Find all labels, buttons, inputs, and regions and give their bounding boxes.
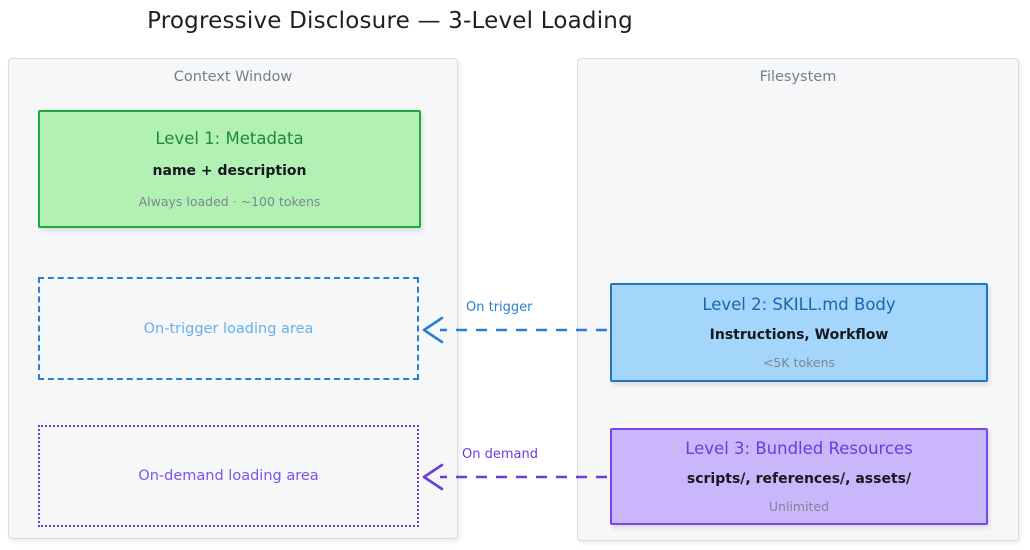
node-level-2-main: Instructions, Workflow [709, 326, 889, 343]
node-level-2-title: Level 2: SKILL.md Body [702, 294, 896, 314]
node-level-3-main: scripts/, references/, assets/ [686, 470, 912, 487]
node-level-2-skill-md-body[interactable]: Level 2: SKILL.md Body Instructions, Wor… [610, 283, 988, 382]
node-level-1-title: Level 1: Metadata [155, 129, 304, 149]
node-level-1-note: Always loaded · ~100 tokens [138, 193, 321, 209]
node-level-3-title: Level 3: Bundled Resources [685, 438, 913, 458]
slot-on-trigger-label: On-trigger loading area [143, 320, 314, 337]
slot-on-demand-loading-area[interactable]: On-demand loading area [38, 425, 419, 527]
edge-label-on-trigger: On trigger [466, 300, 533, 315]
node-level-3-note: Unlimited [768, 499, 830, 515]
panel-filesystem-label: Filesystem [759, 69, 837, 85]
slot-on-trigger-loading-area[interactable]: On-trigger loading area [38, 277, 419, 380]
node-level-3-bundled-resources[interactable]: Level 3: Bundled Resources scripts/, ref… [610, 428, 988, 525]
edge-label-on-demand: On demand [462, 447, 538, 462]
node-level-1-main: name + description [152, 163, 307, 180]
slot-on-demand-label: On-demand loading area [138, 468, 319, 484]
panel-context-window-label: Context Window [173, 69, 293, 85]
page-title: Progressive Disclosure — 3-Level Loading [147, 8, 633, 34]
node-level-2-note: <5K tokens [762, 355, 836, 371]
node-level-1-metadata[interactable]: Level 1: Metadata name + description Alw… [38, 110, 421, 228]
